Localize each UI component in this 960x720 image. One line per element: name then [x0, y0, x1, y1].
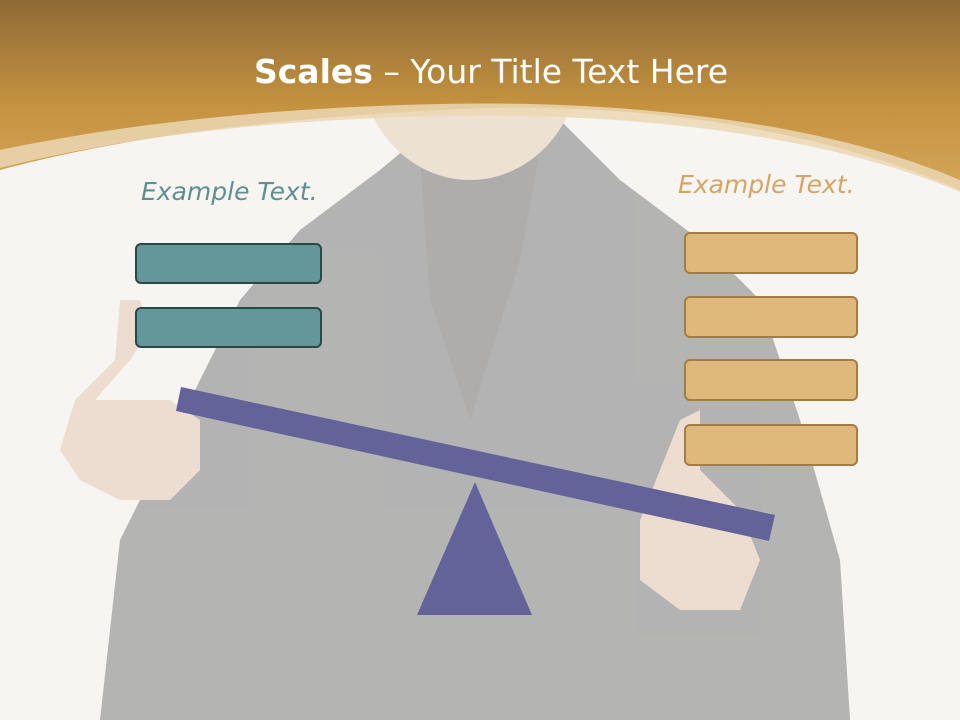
- right-text-box-1: [684, 232, 858, 274]
- left-text-box-1: [135, 243, 322, 284]
- header-band: [0, 0, 960, 190]
- right-text-box-3: [684, 359, 858, 401]
- scale-fulcrum: [417, 482, 532, 615]
- slide-title: Scales – Your Title Text Here: [0, 52, 960, 91]
- right-text-box-4: [684, 424, 858, 466]
- title-bold: Scales: [253, 52, 373, 91]
- left-example-label: Example Text.: [141, 177, 318, 206]
- right-text-box-2: [684, 296, 858, 338]
- scale-beam: [176, 387, 775, 541]
- title-rest: – Your Title Text Here: [372, 52, 729, 91]
- header-swoosh-light: [0, 103, 960, 192]
- left-text-box-2: [135, 307, 322, 348]
- right-example-label: Example Text.: [678, 170, 855, 199]
